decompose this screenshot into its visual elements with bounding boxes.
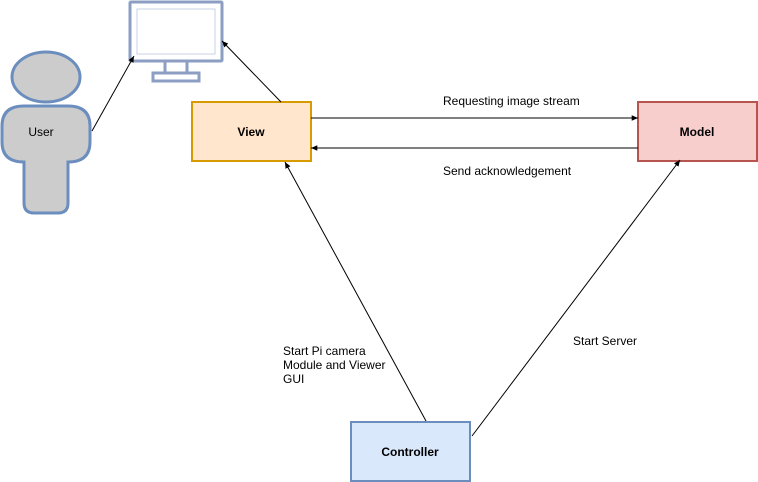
label-send-acknowledgement: Send acknowledgement	[443, 164, 572, 178]
monitor-icon	[128, 0, 224, 83]
user-label: User	[28, 125, 53, 139]
user-head-icon	[10, 50, 82, 104]
edge-user-to-monitor	[91, 55, 135, 132]
label-start-pi-line-1: Start Pi camera	[283, 344, 366, 358]
label-start-pi-camera: Start Pi camera Module and Viewer GUI	[283, 344, 389, 386]
edge-controller-to-view	[284, 161, 427, 422]
user-actor: User	[0, 50, 92, 215]
user-body-icon	[0, 104, 92, 215]
controller-label: Controller	[381, 445, 439, 459]
model-label: Model	[680, 125, 715, 139]
view-label: View	[237, 125, 265, 139]
controller-node: Controller	[350, 421, 471, 482]
label-start-pi-line-3: GUI	[283, 372, 304, 386]
label-start-pi-line-2: Module and Viewer	[283, 358, 386, 372]
label-start-server: Start Server	[573, 334, 637, 348]
edge-controller-to-model	[471, 159, 681, 437]
label-requesting-image-stream: Requesting image stream	[443, 94, 580, 108]
view-node: View	[191, 101, 312, 162]
edge-view-to-monitor	[221, 40, 282, 103]
model-node: Model	[637, 101, 758, 162]
